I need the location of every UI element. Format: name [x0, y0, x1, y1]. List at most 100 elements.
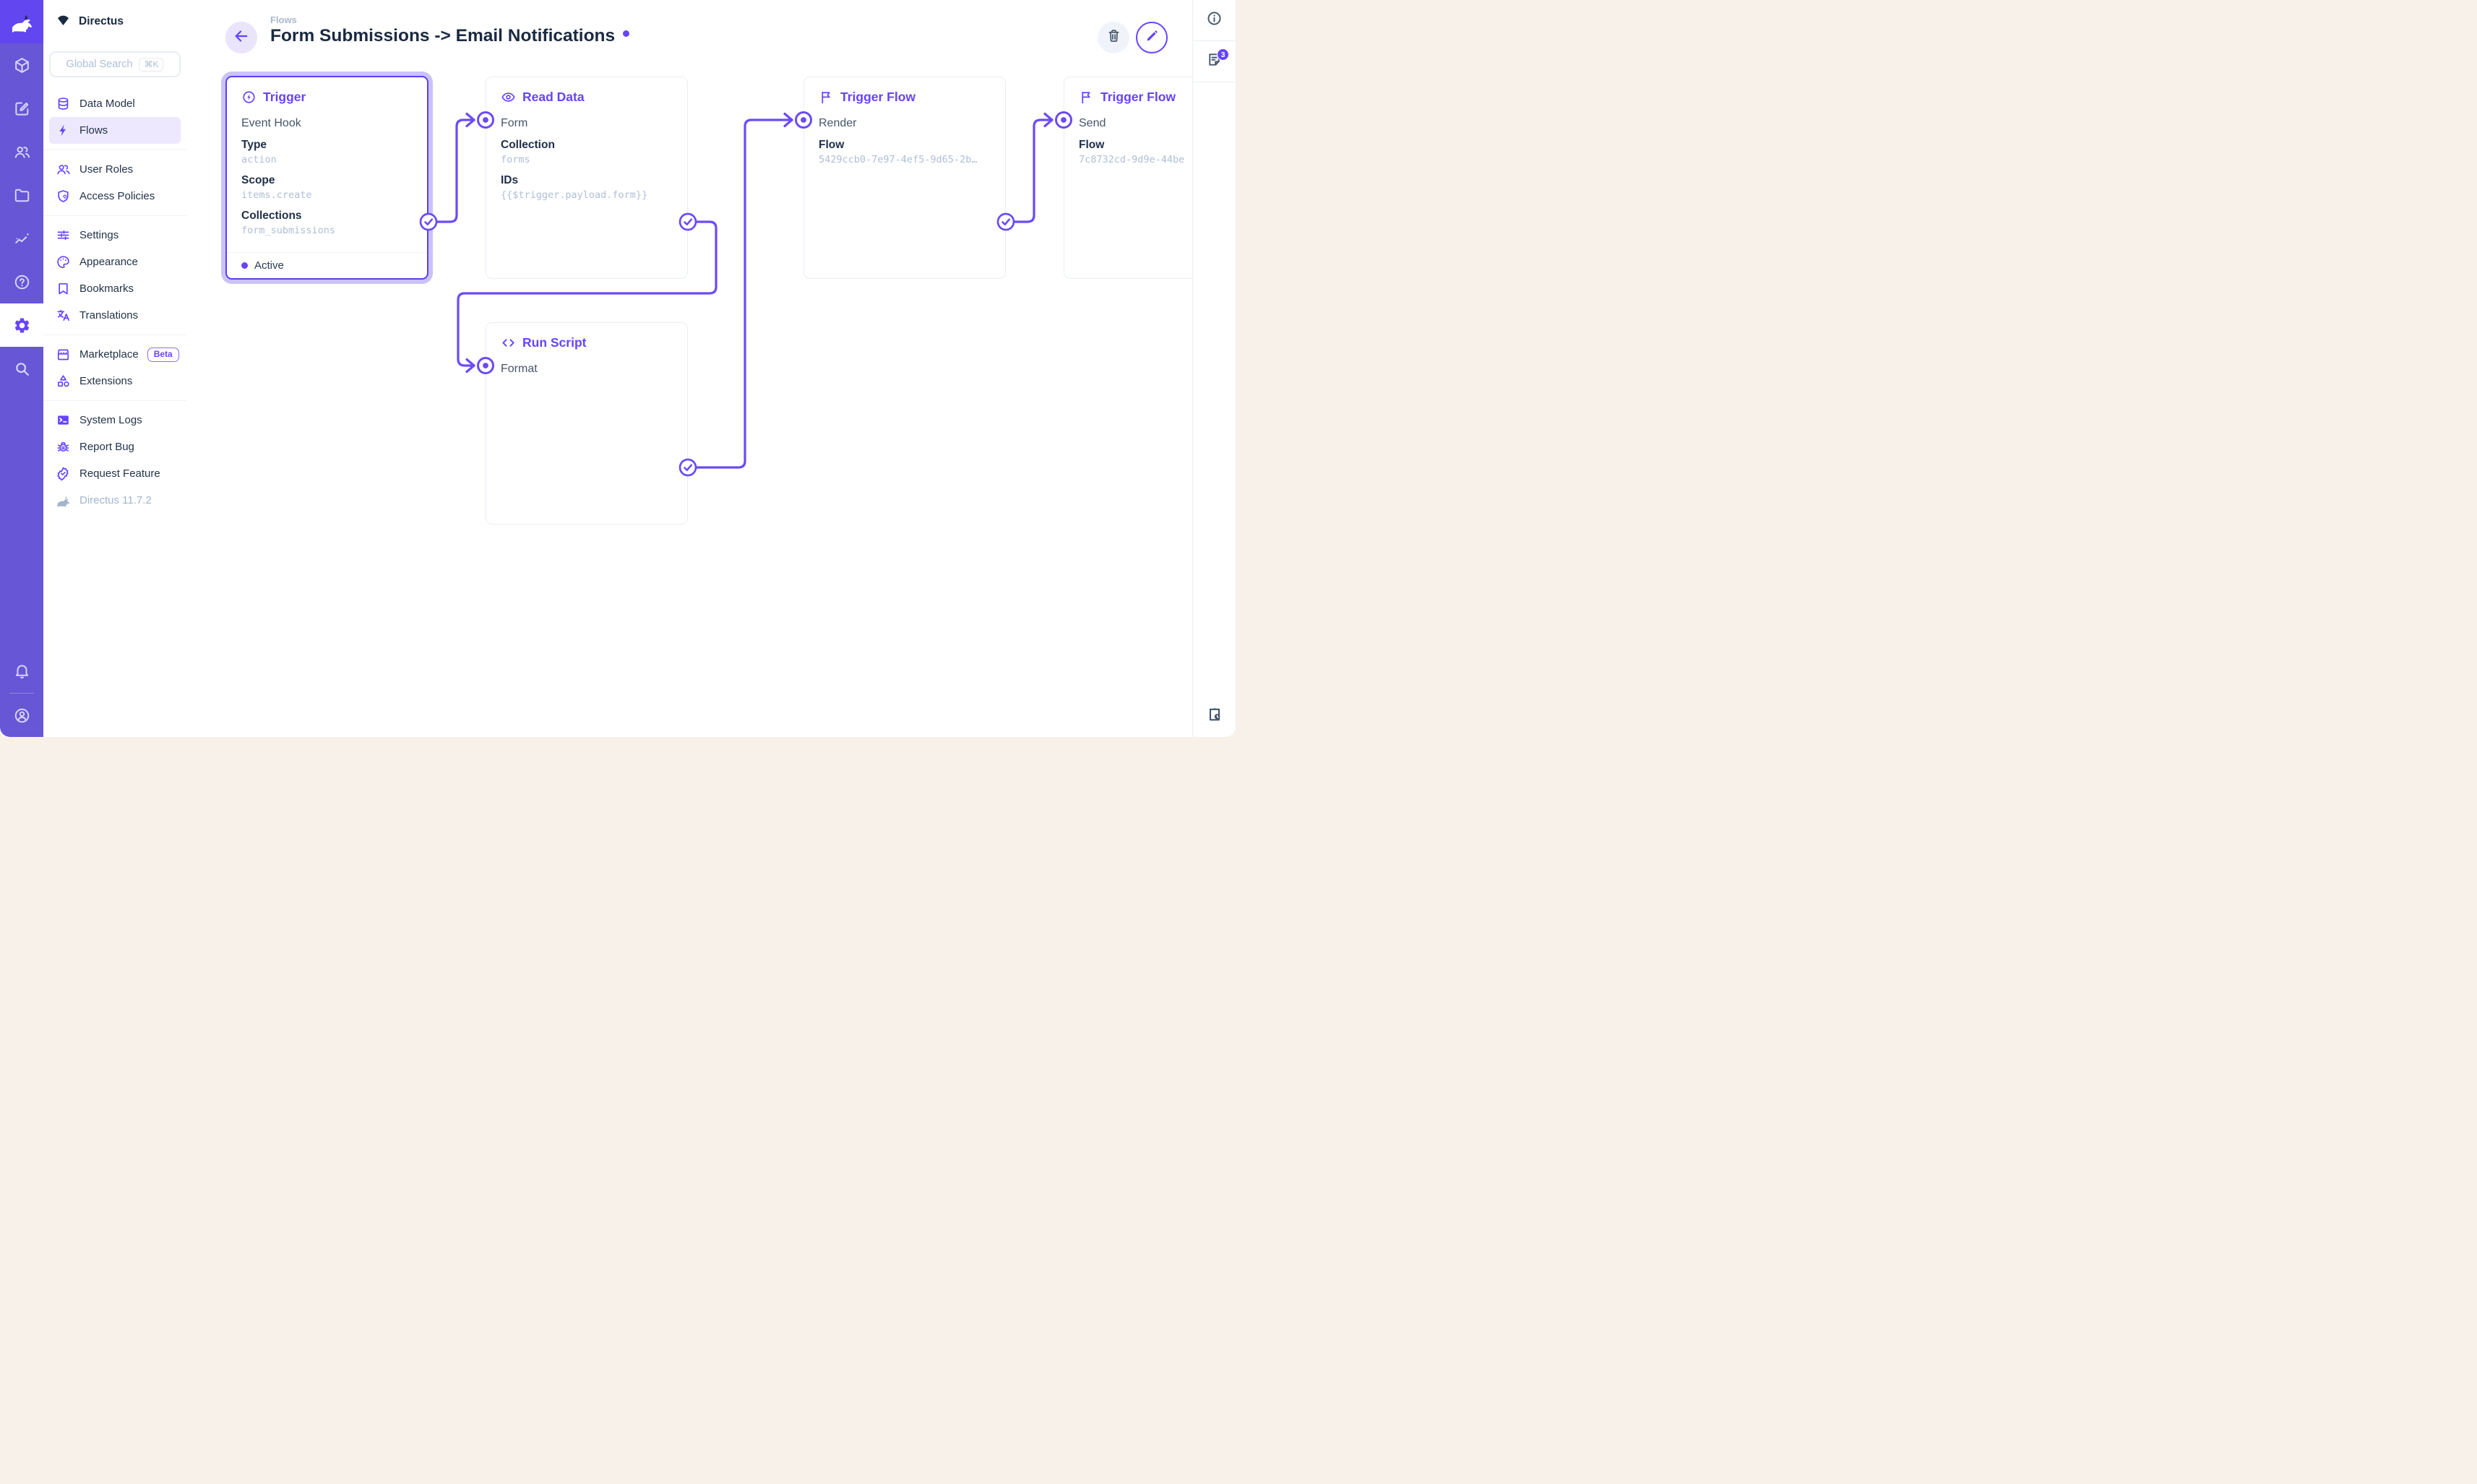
- breadcrumb[interactable]: Flows: [270, 14, 297, 25]
- card-title: Trigger Flow: [1079, 90, 1236, 105]
- sidebar-item-label: System Logs: [79, 414, 142, 426]
- keyboard-shortcut-badge: ⌘K: [139, 57, 164, 72]
- field-label: Flow: [1079, 139, 1105, 151]
- sidebar-item-marketplace[interactable]: Marketplace Beta: [49, 341, 181, 368]
- bookmark-icon: [56, 281, 71, 296]
- global-search-input[interactable]: Global Search ⌘K: [49, 51, 181, 77]
- sidebar-item-data-model[interactable]: Data Model: [49, 90, 181, 117]
- sidebar-item-label: Extensions: [79, 375, 133, 387]
- field-value: form_submissions: [241, 225, 336, 236]
- sidebar-item-label: Access Policies: [79, 190, 155, 202]
- settings-icon: [13, 316, 31, 335]
- card-title: Run Script: [501, 335, 673, 350]
- connection-trigger-flow-render-to-trigger-flow-send: [1004, 118, 1054, 223]
- info-icon: [1206, 10, 1223, 30]
- back-button[interactable]: [225, 22, 257, 53]
- sidebar-item-flows[interactable]: Flows: [49, 117, 181, 144]
- sidebar-item-directus-11-7-2: Directus 11.7.2: [49, 487, 181, 514]
- palette-icon: [56, 254, 71, 269]
- field-value: {{$trigger.payload.form}}: [501, 189, 648, 201]
- module-search[interactable]: [0, 347, 43, 390]
- module-files[interactable]: [0, 173, 43, 217]
- sidebar-item-translations[interactable]: Translations: [49, 302, 181, 329]
- directus-logo[interactable]: [0, 0, 43, 43]
- card-field: Collections form_submissions: [241, 210, 413, 236]
- module-insights[interactable]: [0, 217, 43, 260]
- module-users[interactable]: [0, 130, 43, 173]
- module-editor[interactable]: [0, 87, 43, 130]
- card-field: Collection forms: [501, 139, 673, 165]
- sidebar-item-label: Translations: [79, 309, 139, 322]
- card-status: Active: [227, 252, 427, 278]
- connection-trigger-to-read-data: [427, 118, 475, 223]
- sidebar-notices-button[interactable]: 3: [1193, 41, 1236, 82]
- search-icon: [13, 360, 31, 378]
- field-label: Collection: [501, 139, 555, 151]
- module-settings[interactable]: [0, 303, 43, 347]
- sidebar-item-extensions[interactable]: Extensions: [49, 368, 181, 394]
- sidebar-item-request-feature[interactable]: Request Feature: [49, 460, 181, 487]
- sidebar-item-report-bug[interactable]: Report Bug: [49, 433, 181, 460]
- page-title: Form Submissions -> Email Notifications: [270, 26, 630, 46]
- module-content[interactable]: [0, 43, 43, 87]
- card-operation-name: Event Hook: [241, 117, 301, 129]
- account-icon: [13, 707, 31, 725]
- field-value: 7c8732cd-9d9e-44be: [1079, 154, 1185, 165]
- box-icon: [13, 56, 31, 74]
- notifications[interactable]: [0, 650, 43, 693]
- eye-icon: [501, 90, 516, 105]
- delete-flow-button[interactable]: [1098, 22, 1129, 53]
- folder-icon: [13, 186, 31, 204]
- edit-flow-button[interactable]: [1136, 22, 1168, 53]
- module-docs[interactable]: [0, 260, 43, 303]
- connection-arrowhead: [465, 112, 475, 128]
- sidebar-item-system-logs[interactable]: System Logs: [49, 407, 181, 433]
- card-operation-name: Send: [1079, 117, 1106, 129]
- connection-arrowhead: [1043, 112, 1054, 128]
- sidebar-info-button[interactable]: [1193, 0, 1236, 41]
- card-operation-name: Render: [819, 117, 857, 129]
- sidebar-item-appearance[interactable]: Appearance: [49, 249, 181, 275]
- sidebar-item-access-policies[interactable]: Access Policies: [49, 183, 181, 210]
- sidebar-item-user-roles[interactable]: User Roles: [49, 156, 181, 183]
- account[interactable]: [0, 694, 43, 737]
- sidebar-item-label: Marketplace: [79, 348, 139, 361]
- bolt-icon: [56, 123, 71, 138]
- field-value: forms: [501, 154, 530, 165]
- bug-icon: [56, 439, 71, 454]
- sidebar-item-label: Settings: [79, 229, 119, 241]
- tune-icon: [56, 228, 71, 243]
- sidebar-item-label: Request Feature: [79, 467, 160, 480]
- pending-revisions-button[interactable]: [1193, 706, 1236, 727]
- connection-arrowhead: [783, 112, 793, 128]
- title-status-dot: [623, 30, 630, 37]
- database-icon: [56, 96, 71, 111]
- module-bar-spacer: [0, 390, 43, 650]
- insights-icon: [13, 230, 31, 248]
- pencil-icon: [1145, 28, 1160, 47]
- field-label: Collections: [241, 210, 302, 222]
- people-icon: [56, 162, 71, 177]
- project-name: Directus: [79, 15, 124, 27]
- sidebar-item-settings[interactable]: Settings: [49, 222, 181, 249]
- project-header[interactable]: Directus: [43, 0, 186, 43]
- beta-badge: Beta: [147, 347, 179, 362]
- page-header: Flows Form Submissions -> Email Notifica…: [186, 0, 1192, 69]
- sidebar-item-bookmarks[interactable]: Bookmarks: [49, 275, 181, 302]
- people-icon: [13, 143, 31, 161]
- category-icon: [56, 374, 71, 389]
- edit-square-icon: [13, 100, 31, 118]
